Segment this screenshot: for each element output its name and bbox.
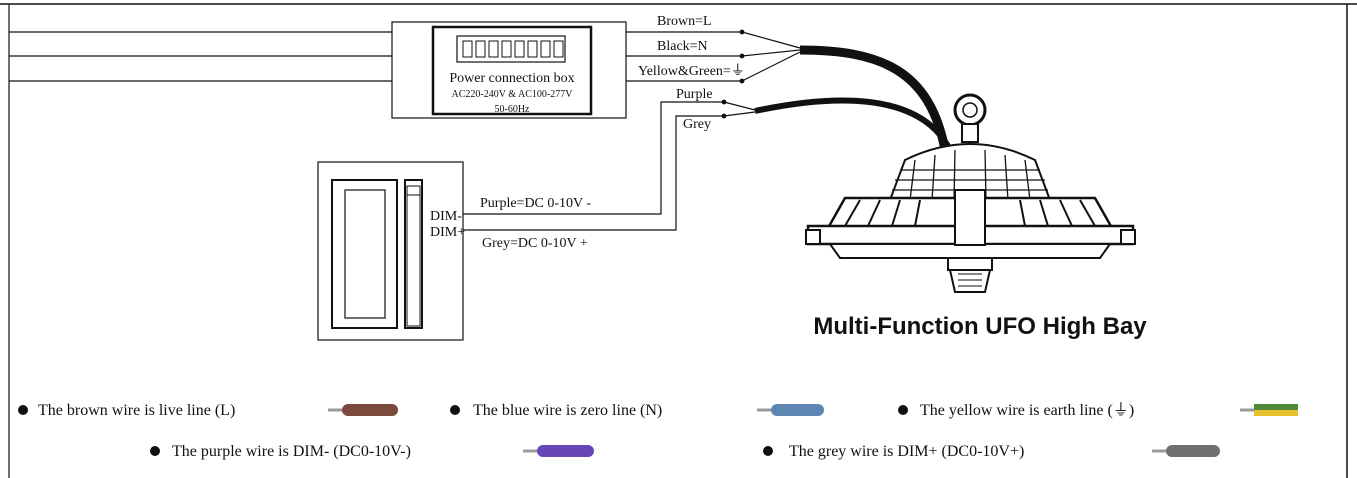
dimmer-slider	[406, 185, 421, 196]
legend-yellow-text: The yellow wire is earth line (⏚)	[920, 401, 1134, 419]
label-grey-wire: Grey	[683, 117, 711, 132]
label-dim-plus: DIM+	[430, 225, 465, 240]
label-brown-wire: Brown=L	[657, 14, 712, 29]
legend-item-purple: The purple wire is DIM- (DC0-10V-)	[150, 443, 594, 460]
legend-item-yellow: The yellow wire is earth line (⏚)	[898, 401, 1298, 419]
label-purple-dim: Purple=DC 0-10V -	[480, 196, 591, 211]
dip-switch-toggles	[462, 40, 564, 58]
bullet-icon	[150, 446, 160, 456]
power-box-frequency: 50-60Hz	[495, 104, 531, 115]
legend-purple-text: The purple wire is DIM- (DC0-10V-)	[172, 443, 411, 460]
legend-blue-text: The blue wire is zero line (N)	[473, 402, 662, 419]
legend: The brown wire is live line (L) The blue…	[18, 401, 1298, 460]
purple-wire-icon	[523, 445, 594, 457]
dim-cable	[754, 97, 953, 152]
dim-wires	[463, 101, 756, 231]
bullet-icon	[763, 446, 773, 456]
power-cable	[799, 45, 950, 151]
dimmer-paddle	[344, 189, 386, 319]
bullet-icon	[898, 405, 908, 415]
legend-brown-text: The brown wire is live line (L)	[38, 402, 235, 419]
power-connection-box: Power connection box AC220-240V & AC100-…	[391, 21, 627, 119]
label-purple-wire: Purple	[676, 87, 713, 102]
dimmer-switch	[317, 161, 464, 341]
mains-input-wires	[9, 31, 392, 82]
blue-wire-icon	[757, 404, 824, 416]
label-dim-minus: DIM-	[430, 209, 462, 224]
label-black-wire: Black=N	[657, 39, 708, 54]
product-title: Multi-Function UFO High Bay	[813, 313, 1147, 340]
grey-wire-icon	[1152, 445, 1220, 457]
ufo-high-bay-lamp	[805, 93, 1136, 293]
brown-wire-icon	[328, 404, 398, 416]
legend-item-brown: The brown wire is live line (L)	[18, 402, 398, 419]
output-wires	[626, 31, 801, 82]
legend-item-blue: The blue wire is zero line (N)	[450, 402, 824, 419]
legend-grey-text: The grey wire is DIM+ (DC0-10V+)	[789, 443, 1024, 460]
power-box-title: Power connection box	[449, 71, 574, 86]
bullet-icon	[450, 405, 460, 415]
bullet-icon	[18, 405, 28, 415]
yellow-green-wire-icon	[1240, 404, 1298, 416]
label-grey-dim: Grey=DC 0-10V +	[482, 236, 588, 251]
power-box-voltage: AC220-240V & AC100-277V	[452, 89, 574, 100]
label-yellow-green-wire: Yellow&Green=⏚	[638, 63, 745, 79]
legend-item-grey: The grey wire is DIM+ (DC0-10V+)	[763, 443, 1220, 460]
